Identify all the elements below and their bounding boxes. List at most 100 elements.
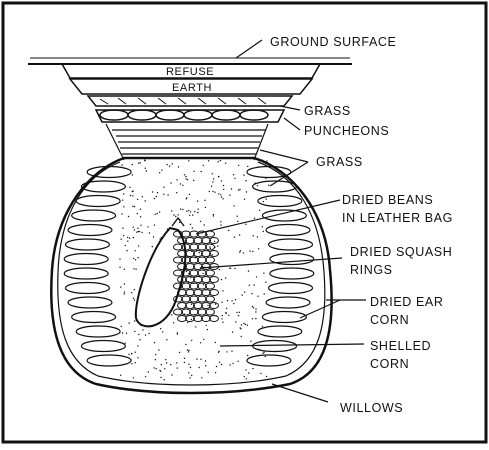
corn-kernel-dot <box>252 368 253 369</box>
corn-kernel-dot <box>192 214 193 215</box>
corn-kernel-dot <box>156 196 157 197</box>
corn-kernel-dot <box>164 368 165 369</box>
corn-kernel-dot <box>160 371 161 372</box>
corn-kernel-dot <box>226 308 227 309</box>
corn-kernel-dot <box>225 163 226 164</box>
corn-kernel-dot <box>262 353 263 354</box>
corn-kernel-dot <box>191 319 192 320</box>
corn-kernel-dot <box>149 232 150 233</box>
corn-kernel-dot <box>204 200 205 201</box>
corn-kernel-dot <box>188 364 189 365</box>
corn-kernel-dot <box>207 329 208 330</box>
corn-kernel-dot <box>140 209 141 210</box>
corn-kernel-dot <box>190 277 191 278</box>
dried-ear-corn-left <box>64 167 131 367</box>
corn-kernel-dot <box>239 189 240 190</box>
corn-kernel-dot <box>259 210 260 211</box>
corn-kernel-dot <box>221 318 222 319</box>
corn-kernel-dot <box>244 376 245 377</box>
corn-kernel-dot <box>123 193 124 194</box>
corn-kernel-dot <box>172 163 173 164</box>
corn-kernel-dot <box>129 187 130 188</box>
corn-kernel-dot <box>200 359 201 360</box>
corn-kernel-dot <box>220 194 221 195</box>
corn-kernel-dot <box>140 216 141 217</box>
corn-kernel-dot <box>189 377 190 378</box>
corn-kernel-dot <box>154 342 155 343</box>
corn-kernel-dot <box>132 191 133 192</box>
corn-kernel-dot <box>232 363 233 364</box>
corn-kernel-dot <box>233 205 234 206</box>
corn-kernel-dot <box>120 286 121 287</box>
corn-kernel-dot <box>127 241 128 242</box>
corn-kernel-dot <box>253 307 254 308</box>
corn-kernel-dot <box>152 246 153 247</box>
corn-kernel-dot <box>148 333 149 334</box>
corn-kernel-dot <box>160 377 161 378</box>
corn-kernel-dot <box>129 238 130 239</box>
corn-kernel-dot <box>170 182 171 183</box>
corn-kernel-dot <box>201 377 202 378</box>
corn-kernel-dot <box>234 178 235 179</box>
corn-kernel-dot <box>190 224 191 225</box>
corn-kernel-dot <box>193 171 194 172</box>
corn-kernel-dot <box>232 331 233 332</box>
corn-kernel-dot <box>206 325 207 326</box>
corn-kernel-dot <box>178 214 179 215</box>
corn-kernel-dot <box>126 333 127 334</box>
corn-kernel-dot <box>175 216 176 217</box>
corn-kernel-dot <box>262 160 263 161</box>
corn-kernel-dot <box>182 185 183 186</box>
corn-kernel-dot <box>253 284 254 285</box>
leather-bag <box>136 218 186 326</box>
corn-kernel-dot <box>208 372 209 373</box>
corn-kernel-dot <box>215 372 216 373</box>
corn-kernel-dot <box>154 224 155 225</box>
corn-kernel-dot <box>134 331 135 332</box>
corn-kernel-dot <box>119 258 120 259</box>
corn-kernel-dot <box>169 165 170 166</box>
corn-kernel-dot <box>166 362 167 363</box>
corn-kernel-dot <box>252 306 253 307</box>
corn-kernel-dot <box>123 206 124 207</box>
corn-kernel-dot <box>247 325 248 326</box>
corn-kernel-dot <box>188 372 189 373</box>
corn-kernel-dot <box>147 226 148 227</box>
corn-kernel-dot <box>176 179 177 180</box>
corn-kernel-dot <box>137 199 138 200</box>
corn-kernel-dot <box>186 271 187 272</box>
corn-kernel-dot <box>220 221 221 222</box>
corn-kernel-dot <box>221 302 222 303</box>
corn-kernel-dot <box>218 193 219 194</box>
corn-kernel-dot <box>231 300 232 301</box>
ear-corn-right <box>269 283 313 294</box>
label-shelled-2: CORN <box>370 357 409 371</box>
corn-kernel-dot <box>188 210 189 211</box>
corn-kernel-dot <box>142 329 143 330</box>
corn-kernel-dot <box>126 250 127 251</box>
corn-kernel-dot <box>255 311 256 312</box>
corn-kernel-dot <box>135 352 136 353</box>
corn-kernel-dot <box>226 351 227 352</box>
corn-kernel-dot <box>228 315 229 316</box>
corn-kernel-dot <box>188 351 189 352</box>
label-dried-beans-2: IN LEATHER BAG <box>342 211 453 225</box>
corn-kernel-dot <box>263 352 264 353</box>
ear-corn-left <box>64 254 108 265</box>
corn-kernel-dot <box>212 181 213 182</box>
corn-kernel-dot <box>144 160 145 161</box>
corn-kernel-dot <box>243 252 244 253</box>
corn-kernel-dot <box>176 362 177 363</box>
corn-kernel-dot <box>225 312 226 313</box>
corn-kernel-dot <box>197 200 198 201</box>
label-grass-top: GRASS <box>304 104 351 118</box>
ear-corn-left <box>65 283 109 294</box>
corn-kernel-dot <box>158 349 159 350</box>
ear-corn-left <box>72 312 116 323</box>
corn-kernel-dot <box>263 273 264 274</box>
corn-kernel-dot <box>124 293 125 294</box>
ear-corn-right <box>247 355 291 366</box>
corn-kernel-dot <box>186 198 187 199</box>
corn-kernel-dot <box>234 237 235 238</box>
ear-corn-right <box>262 312 306 323</box>
